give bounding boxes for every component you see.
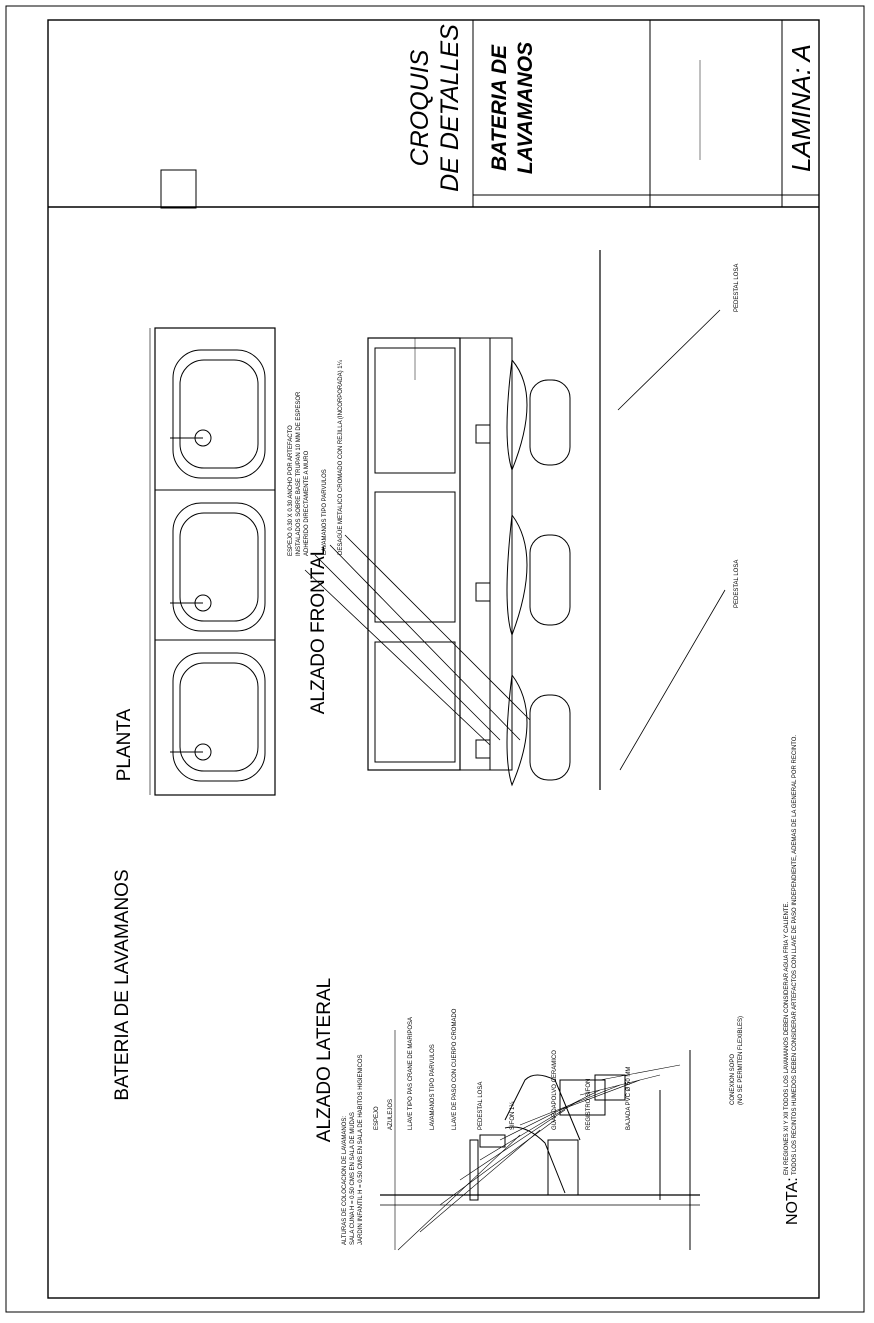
sheet-label: LAMINA: A (786, 44, 816, 172)
pedestal-3 (529, 694, 571, 781)
main-title: BATERIA DE LAVAMANOS (112, 869, 133, 1100)
side-label-washbasin: LAVAMANOS TIPO PARVULOS (430, 1044, 436, 1130)
frame-border (47, 19, 820, 1299)
side-label-pedestal: PEDESTAL LOSA (478, 1082, 484, 1130)
front-elevation-view (304, 250, 726, 790)
side-label-siphon: SIFON 1¼ (510, 1101, 516, 1130)
plan-view (149, 327, 276, 796)
title-line2: DE DETALLES (436, 24, 464, 192)
basin-plan-3 (172, 652, 266, 782)
side-label-valve: LLAVE DE PASO CON CUERPO CROMADO (452, 1008, 458, 1130)
pedestal-2 (529, 534, 571, 626)
subtitle-line1: BATERIA DE (488, 44, 511, 171)
side-label-baseboard: GUARDAPOLVO CERAMICO (552, 1050, 558, 1130)
side-label-siphon-trap: REGISTRO SIFON (586, 1079, 592, 1130)
note-line-2: TODOS LOS RECINTOS HUMEDOS DEBEN CONSIDE… (792, 735, 798, 1175)
front-label-mirror-1: ESPEJO 0.30 X 0.30 ANCHO POR ARTEFACTO (288, 425, 294, 556)
title-line1: CROQUIS (406, 49, 434, 166)
side-label-tile: AZULEJOS (388, 1099, 394, 1130)
front-label-mirror-2: INSTALADOS SOBRE BASE TRUPAN 10 MM DE ES… (296, 391, 302, 556)
revision-box (160, 169, 197, 209)
basin-plan-2 (172, 502, 266, 632)
side-label-mirror: ESPEJO (374, 1106, 380, 1130)
note-label: NOTA: (784, 1177, 801, 1225)
outer-border (5, 5, 865, 1313)
front-label-mirror-3: ADHERIDO DIRECTAMENTE A MURO (304, 450, 310, 556)
side-label-drain-pipe: BAJADA PVC Ø 50 MM (626, 1067, 632, 1130)
front-label-pedestal-bottom: PEDESTAL LOSA (734, 560, 740, 608)
plan-title: PLANTA (114, 708, 135, 781)
note-line-1: EN REGIONES XI Y XII TODOS LOS LAVAMANOS… (784, 901, 790, 1175)
side-label-faucet: LLAVE TIPO PAS CRANE DE MARIPOSA (408, 1017, 414, 1130)
side-label-heights-2: JARDIN INFANTIL H = 0.50 CMS EN SALA DE … (358, 1054, 364, 1245)
basin-plan-1 (172, 349, 266, 479)
side-elevation-title: ALZADO LATERAL (314, 978, 335, 1142)
side-elevation-view (380, 1030, 700, 1251)
side-label-heights-title: ALTURAS DE COLOCACION DE LAVAMANOS: (342, 1116, 348, 1245)
front-label-washbasin: LAVAMANOS TIPO PARVULOS (322, 469, 328, 555)
title-block: CROQUIS DE DETALLES BATERIA DE LAVAMANOS… (48, 20, 819, 209)
subtitle-line2: LAVAMANOS (514, 42, 537, 174)
front-label-pedestal-right: PEDESTAL LOSA (734, 264, 740, 312)
side-label-heights-1: SALA CUNA H = 0.50 CMS EN SALA DE MUDAS (350, 1112, 356, 1245)
front-label-drain: DESAGÜE METALICO CROMADO CON REJILLA (IN… (337, 359, 344, 555)
side-label-connection-1: CONEXION SOPO (730, 1054, 736, 1105)
side-label-connection-2: (NO SE PERMITEN FLEXIBLES) (738, 1016, 744, 1105)
front-elevation-title: ALZADO FRONTAL (308, 546, 329, 715)
pedestal-1 (529, 379, 571, 466)
